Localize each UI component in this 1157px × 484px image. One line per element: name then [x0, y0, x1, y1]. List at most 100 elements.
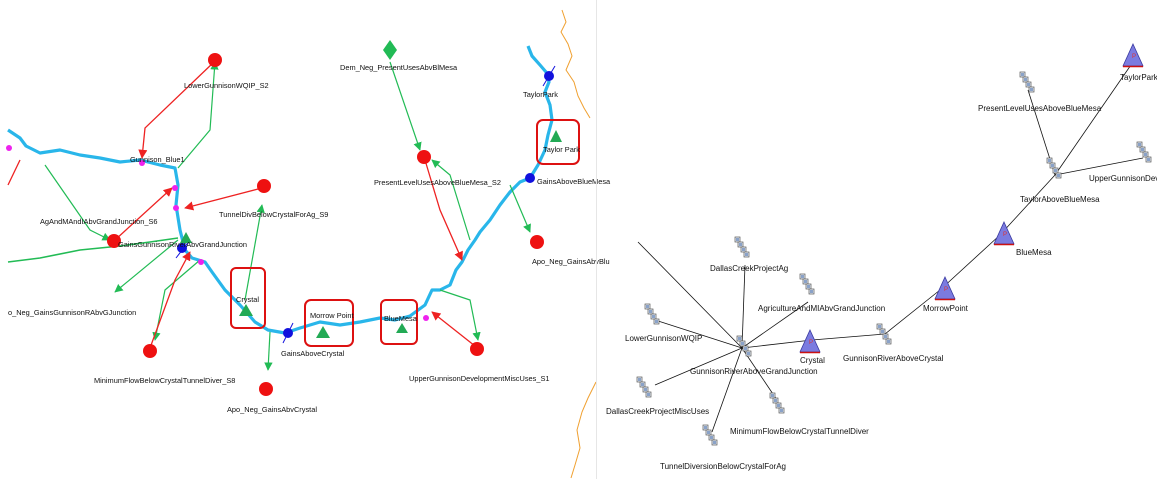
rlabel-lower-gunnison: LowerGunnisonWQIP: [625, 334, 702, 343]
return-minflow-to-gains: [149, 251, 191, 349]
junction-node-left-edge: [6, 145, 12, 151]
node-icon-lower-gunnison[interactable]: [645, 304, 659, 324]
return-tunnel-to-junction: [184, 187, 263, 211]
rlabel-gunnison-above-crystal: GunnisonRiverAboveCrystal: [843, 354, 944, 363]
link-gains-to-neg: [114, 239, 179, 293]
rlabel-taylor-above: TaylorAboveBlueMesa: [1020, 195, 1100, 204]
reservoir-icon-crystal[interactable]: [239, 304, 253, 316]
highlight-box-crystal: [230, 267, 266, 329]
river-main-channel: [7, 45, 554, 335]
label-taylorpark-box: Taylor Park: [543, 145, 580, 154]
label-crystal-box: Crystal: [236, 295, 259, 304]
label-present-level: PresentLevelUsesAboveBlueMesa_S2: [374, 178, 501, 187]
junction-node-4: [423, 315, 429, 321]
rlabel-morrowpoint: MorrowPoint: [923, 304, 969, 313]
rlabel-min-flow: MinimumFlowBelowCrystalTunnelDiver: [730, 427, 869, 436]
label-ag-and-mi: AgAndMAndIAbvGrandJunction_S6: [40, 217, 158, 226]
label-dem: Dem_Neg_PresentUsesAbvBlMesa: [340, 63, 458, 72]
link-gainsblue-to-apo: [509, 184, 531, 233]
node-icon-tunnel-div[interactable]: [703, 425, 717, 445]
junction-node-2: [173, 205, 179, 211]
node-icon-taylor-above[interactable]: [1047, 158, 1061, 178]
inflow-diamond-icon[interactable]: [383, 40, 397, 60]
demand-node-apo-blue[interactable]: [530, 235, 544, 249]
boundary-line-bottom: [570, 381, 597, 479]
reservoir-icon-gains[interactable]: [180, 232, 192, 243]
label-gains-above-blue: GainsAboveBlueMesa: [537, 177, 611, 186]
reservoir-icon-morrowpoint[interactable]: [316, 326, 330, 338]
rlabel-taylorpark: TaylorPark: [1120, 73, 1157, 82]
label-tunnel-div: TunnelDivBelowCrystalForAg_S9: [219, 210, 328, 219]
label-gains-above-crystal: GainsAboveCrystal: [281, 349, 345, 358]
highlight-box-morrowpoint: [304, 299, 354, 347]
junction-node-gunnison-blue: [139, 160, 145, 166]
reservoir-icon-bluemesa-right[interactable]: [993, 221, 1015, 246]
rlabel-upper-gunnison: UpperGunnisonDevelo: [1089, 174, 1157, 183]
demand-node-agmi[interactable]: [107, 234, 121, 248]
gain-marker-taylorpark: [542, 65, 556, 87]
link-river-to-present: [431, 159, 471, 241]
link-bluemesa-to-upper: [439, 289, 481, 341]
junction-node-3: [198, 259, 204, 265]
link-crystal-to-tunnel: [244, 204, 265, 301]
demand-node-present[interactable]: [417, 150, 431, 164]
label-morrowpoint-box: Morrow Point: [310, 311, 354, 320]
gain-marker-crystal: [282, 322, 294, 344]
right-links: [637, 61, 1144, 433]
rlabel-crystal: Crystal: [800, 356, 825, 365]
label-lowerwq: LowerGunnisonWQIP_S2: [184, 81, 269, 90]
label-gunnison-blue: Gunnison_Blue1: [130, 155, 185, 164]
boundary-line-top: [560, 9, 591, 119]
link-junction-to-lowerwq: [177, 61, 219, 169]
rlabel-bluemesa: BlueMesa: [1016, 248, 1052, 257]
node-icon-present-level[interactable]: [1020, 72, 1034, 92]
highlight-box-bluemesa: [380, 299, 418, 345]
reservoir-icon-bluemesa[interactable]: [396, 323, 408, 333]
demand-node-tunnel[interactable]: [257, 179, 271, 193]
node-icon-dallas-misc[interactable]: [637, 377, 651, 397]
label-bluemesa-box: BlueMesa: [384, 314, 418, 323]
demand-node-upper[interactable]: [470, 342, 484, 356]
link-gains-crystal-to-apo: [264, 331, 273, 371]
rlabel-dallas-ag: DallasCreekProjectAg: [710, 264, 788, 273]
panel-divider: [596, 0, 597, 479]
node-icon-gunnison-above-crystal[interactable]: [877, 324, 891, 344]
rlabel-dallas-misc: DallasCreekProjectMiscUses: [606, 407, 709, 416]
return-left-edge: [7, 159, 21, 186]
node-icon-gunnison-above-grand[interactable]: [737, 336, 751, 356]
demand-node-minflow[interactable]: [143, 344, 157, 358]
rlabel-gunnison-above-grand: GunnisonRiverAboveGrandJunction: [690, 367, 818, 376]
demand-node-lowerwq[interactable]: [208, 53, 222, 67]
return-present-to-river: [424, 159, 463, 261]
reservoir-icon-taylorpark[interactable]: [550, 130, 562, 142]
gain-node-gunnison[interactable]: [177, 243, 187, 253]
gain-node-blue-mesa[interactable]: [525, 173, 535, 183]
right-network-panel: TaylorPark PresentLevelUsesAboveBlueMesa…: [606, 43, 1157, 471]
link-gains-to-minflow: [152, 259, 201, 341]
demand-node-apo-crystal[interactable]: [259, 382, 273, 396]
node-icon-min-flow[interactable]: [770, 393, 784, 413]
rlabel-tunnel-div: TunnelDiversionBelowCrystalForAg: [660, 462, 786, 471]
label-upper-gunnison-dev: UpperGunnisonDevelopmentMiscUses_S1: [409, 374, 550, 383]
label-gains-gunnison: GainsGunnisonRiverAbvGrandJunction: [118, 240, 247, 249]
link-junction-to-agmi: [44, 164, 111, 241]
return-lowerwq-to-junction: [138, 61, 215, 159]
node-icon-agriculture[interactable]: [800, 274, 814, 294]
reservoir-icon-taylorpark-right[interactable]: [1122, 43, 1144, 68]
label-neg-gains-grand: o_Neg_GainsGunnisonRAbvGJunction: [8, 308, 136, 317]
reservoir-icon-morrowpoint-right[interactable]: [934, 276, 956, 301]
river-west-branch: [7, 237, 179, 263]
rlabel-present-level: PresentLevelUsesAboveBlueMesa: [978, 104, 1102, 113]
label-taylorpark-node: TaylorPark: [523, 90, 558, 99]
label-min-flow: MinimumFlowBelowCrystalTunnelDiver_S8: [94, 376, 235, 385]
junction-node-1: [172, 185, 178, 191]
label-apo-gains-crystal: Apo_Neg_GainsAbvCrystal: [227, 405, 317, 414]
return-agmi-to-junction: [114, 187, 173, 241]
link-dem-to-present: [389, 61, 422, 151]
rlabel-agriculture: AgricultureAndMIAbvGrandJunction: [758, 304, 885, 313]
node-icon-dallas-ag[interactable]: [735, 237, 749, 257]
highlight-box-taylorpark: [536, 119, 580, 165]
left-network-panel: LowerGunnisonWQIP_S2 Dem_Neg_PresentUses…: [6, 9, 611, 479]
